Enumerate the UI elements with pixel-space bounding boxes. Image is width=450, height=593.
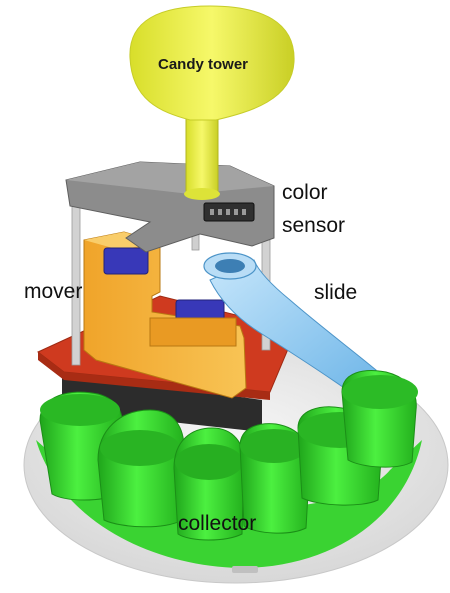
- cup-6-rim: [342, 375, 418, 409]
- cup-3-rim: [175, 444, 243, 480]
- collector-floor: [36, 440, 422, 568]
- slide-label: slide: [314, 281, 358, 304]
- color-sensor-label-line1: color: [282, 181, 328, 204]
- mover-label: mover: [24, 280, 83, 303]
- tower-stem: [185, 111, 219, 197]
- cup-2: [97, 409, 185, 528]
- collector-label: collector: [178, 512, 257, 535]
- chassis: [62, 372, 262, 432]
- sensor-bracket-top: [66, 162, 274, 194]
- collector-cups: [39, 370, 418, 541]
- candy-tower-label: Candy tower: [158, 56, 249, 73]
- sensor-pins: [210, 209, 246, 215]
- cup-2-rim: [100, 430, 180, 466]
- slide-inlet-hole: [215, 259, 245, 273]
- tower-stem-base: [184, 188, 220, 200]
- cup-4-rim: [240, 429, 308, 463]
- tower-funnel: [129, 5, 295, 121]
- base-notch: [232, 566, 258, 573]
- color-sensor-label-line2: sensor: [282, 214, 346, 237]
- servo-motor: [103, 247, 149, 275]
- cup-1-rim: [40, 394, 120, 426]
- mover-slot: [149, 317, 237, 347]
